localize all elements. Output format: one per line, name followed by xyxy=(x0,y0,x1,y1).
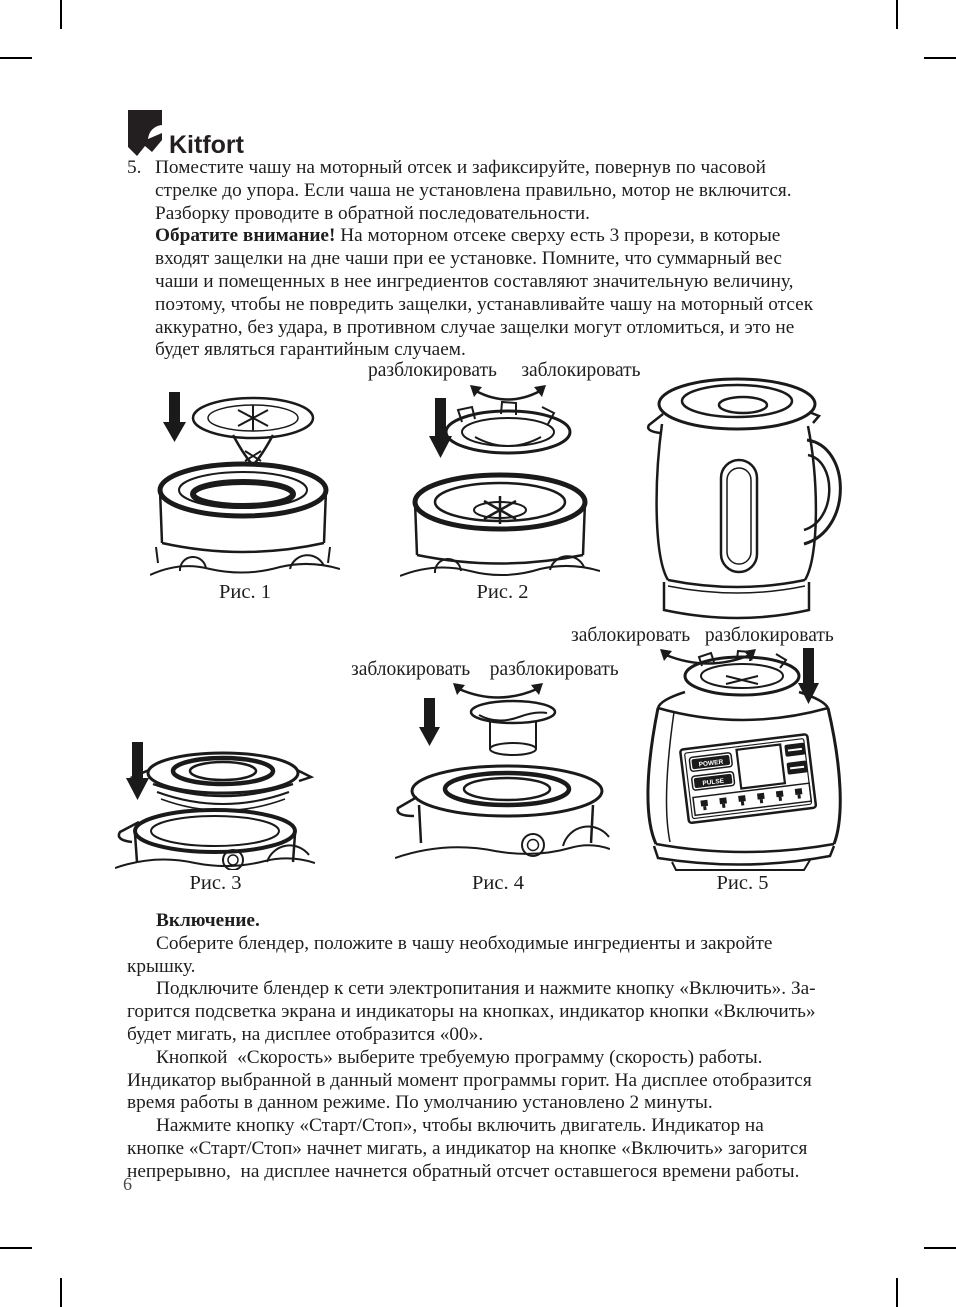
fig5-rotate-labels: заблокировать разблокировать xyxy=(571,625,834,646)
crop-mark xyxy=(924,57,956,59)
pulse-button xyxy=(693,773,733,788)
list-item-5: Поместите чашу на моторный отсек и зафик… xyxy=(155,157,813,362)
figure-1-caption: Рис. 1 xyxy=(219,581,271,603)
down-arrow-icon xyxy=(429,398,452,458)
crop-mark xyxy=(60,0,62,29)
text-line: Нажмите кнопку «Старт/Стоп», чтобы включ… xyxy=(156,1115,764,1137)
list-item-marker: 5. xyxy=(127,157,142,178)
figure-5-illustration: POWER PULSE xyxy=(640,650,850,872)
text-line: крышку. xyxy=(127,955,196,977)
crop-mark xyxy=(0,1247,32,1249)
brand-logo: Kitfort xyxy=(128,110,244,159)
figure-2-illustration xyxy=(400,390,600,580)
section-heading: Включение. xyxy=(156,910,260,931)
text-line: будет мигать, на дисплее отобразится «00… xyxy=(127,1023,484,1045)
down-arrow-icon xyxy=(419,698,440,746)
pulse-button-label: PULSE xyxy=(702,778,725,788)
text-line: время работы в данном режиме. По умолчан… xyxy=(127,1092,713,1114)
text-line: чаши и помещенных в нее ингредиентов сос… xyxy=(155,270,794,292)
text-line: Подключите блендер к сети электропитания… xyxy=(156,978,816,1000)
rotate-arrow-icon xyxy=(468,384,548,406)
crop-mark xyxy=(896,1278,898,1307)
jug-illustration xyxy=(645,372,847,624)
crop-mark xyxy=(60,1278,62,1307)
figure-1-illustration xyxy=(150,385,340,580)
fig2-rotate-labels: разблокировать заблокировать xyxy=(368,360,641,381)
text-line: Индикатор выбранной в данный момент прог… xyxy=(127,1069,812,1091)
figure-2-caption: Рис. 2 xyxy=(476,581,529,603)
display-screen xyxy=(735,743,787,790)
power-button xyxy=(691,754,731,770)
text-line: поэтому, чтобы не повредить защелки, уст… xyxy=(155,293,814,315)
attention-label: Обратите внимание! xyxy=(155,225,336,247)
text-line: будет являться гарантийным случаем. xyxy=(155,339,466,361)
text-line: непрерывно, на дисплее начнется обратный… xyxy=(127,1160,800,1182)
down-arrow-icon xyxy=(126,742,149,800)
down-arrow-icon xyxy=(798,648,819,704)
figure-4-caption: Рис. 4 xyxy=(472,872,524,894)
text-line: горится подсветка экрана и индикаторы на… xyxy=(127,1001,816,1023)
power-button-label: POWER xyxy=(698,759,724,769)
figure-3-caption: Рис. 3 xyxy=(189,872,242,894)
figure-5-caption: Рис. 5 xyxy=(716,872,769,894)
figure-3-illustration xyxy=(115,738,315,870)
brand-mark-icon xyxy=(128,110,162,156)
crop-mark xyxy=(0,57,32,59)
text-line: Обратите внимание! На моторном отсеке св… xyxy=(155,225,781,247)
text-line: Кнопкой «Скорость» выберите требуемую пр… xyxy=(156,1046,763,1068)
text-line: входят защелки на дне чаши при ее устано… xyxy=(155,248,782,270)
text-line: Поместите чашу на моторный отсек и зафик… xyxy=(155,157,766,178)
fig4-rotate-labels: заблокировать разблокировать xyxy=(351,659,619,680)
power-on-section: Включение. Соберите блендер, положите в … xyxy=(127,910,816,1184)
crop-mark xyxy=(896,0,898,29)
text-line: стрелке до упора. Если чаша не установле… xyxy=(155,179,792,201)
figure-4-illustration xyxy=(395,695,610,870)
text-line: кнопке «Старт/Стоп» начнет мигать, а инд… xyxy=(127,1137,808,1159)
brand-name: Kitfort xyxy=(169,131,244,159)
crop-mark xyxy=(924,1247,956,1249)
down-arrow-icon xyxy=(163,392,186,442)
rotate-arrow-icon xyxy=(450,682,546,704)
text-line: Разборку проводите в обратной последоват… xyxy=(155,202,590,224)
text-line: аккуратно, без удара, в противном случае… xyxy=(155,316,795,338)
page-number: 6 xyxy=(123,1174,132,1194)
speed-buttons xyxy=(692,782,813,817)
text-line: Соберите блендер, положите в чашу необхо… xyxy=(156,932,773,954)
